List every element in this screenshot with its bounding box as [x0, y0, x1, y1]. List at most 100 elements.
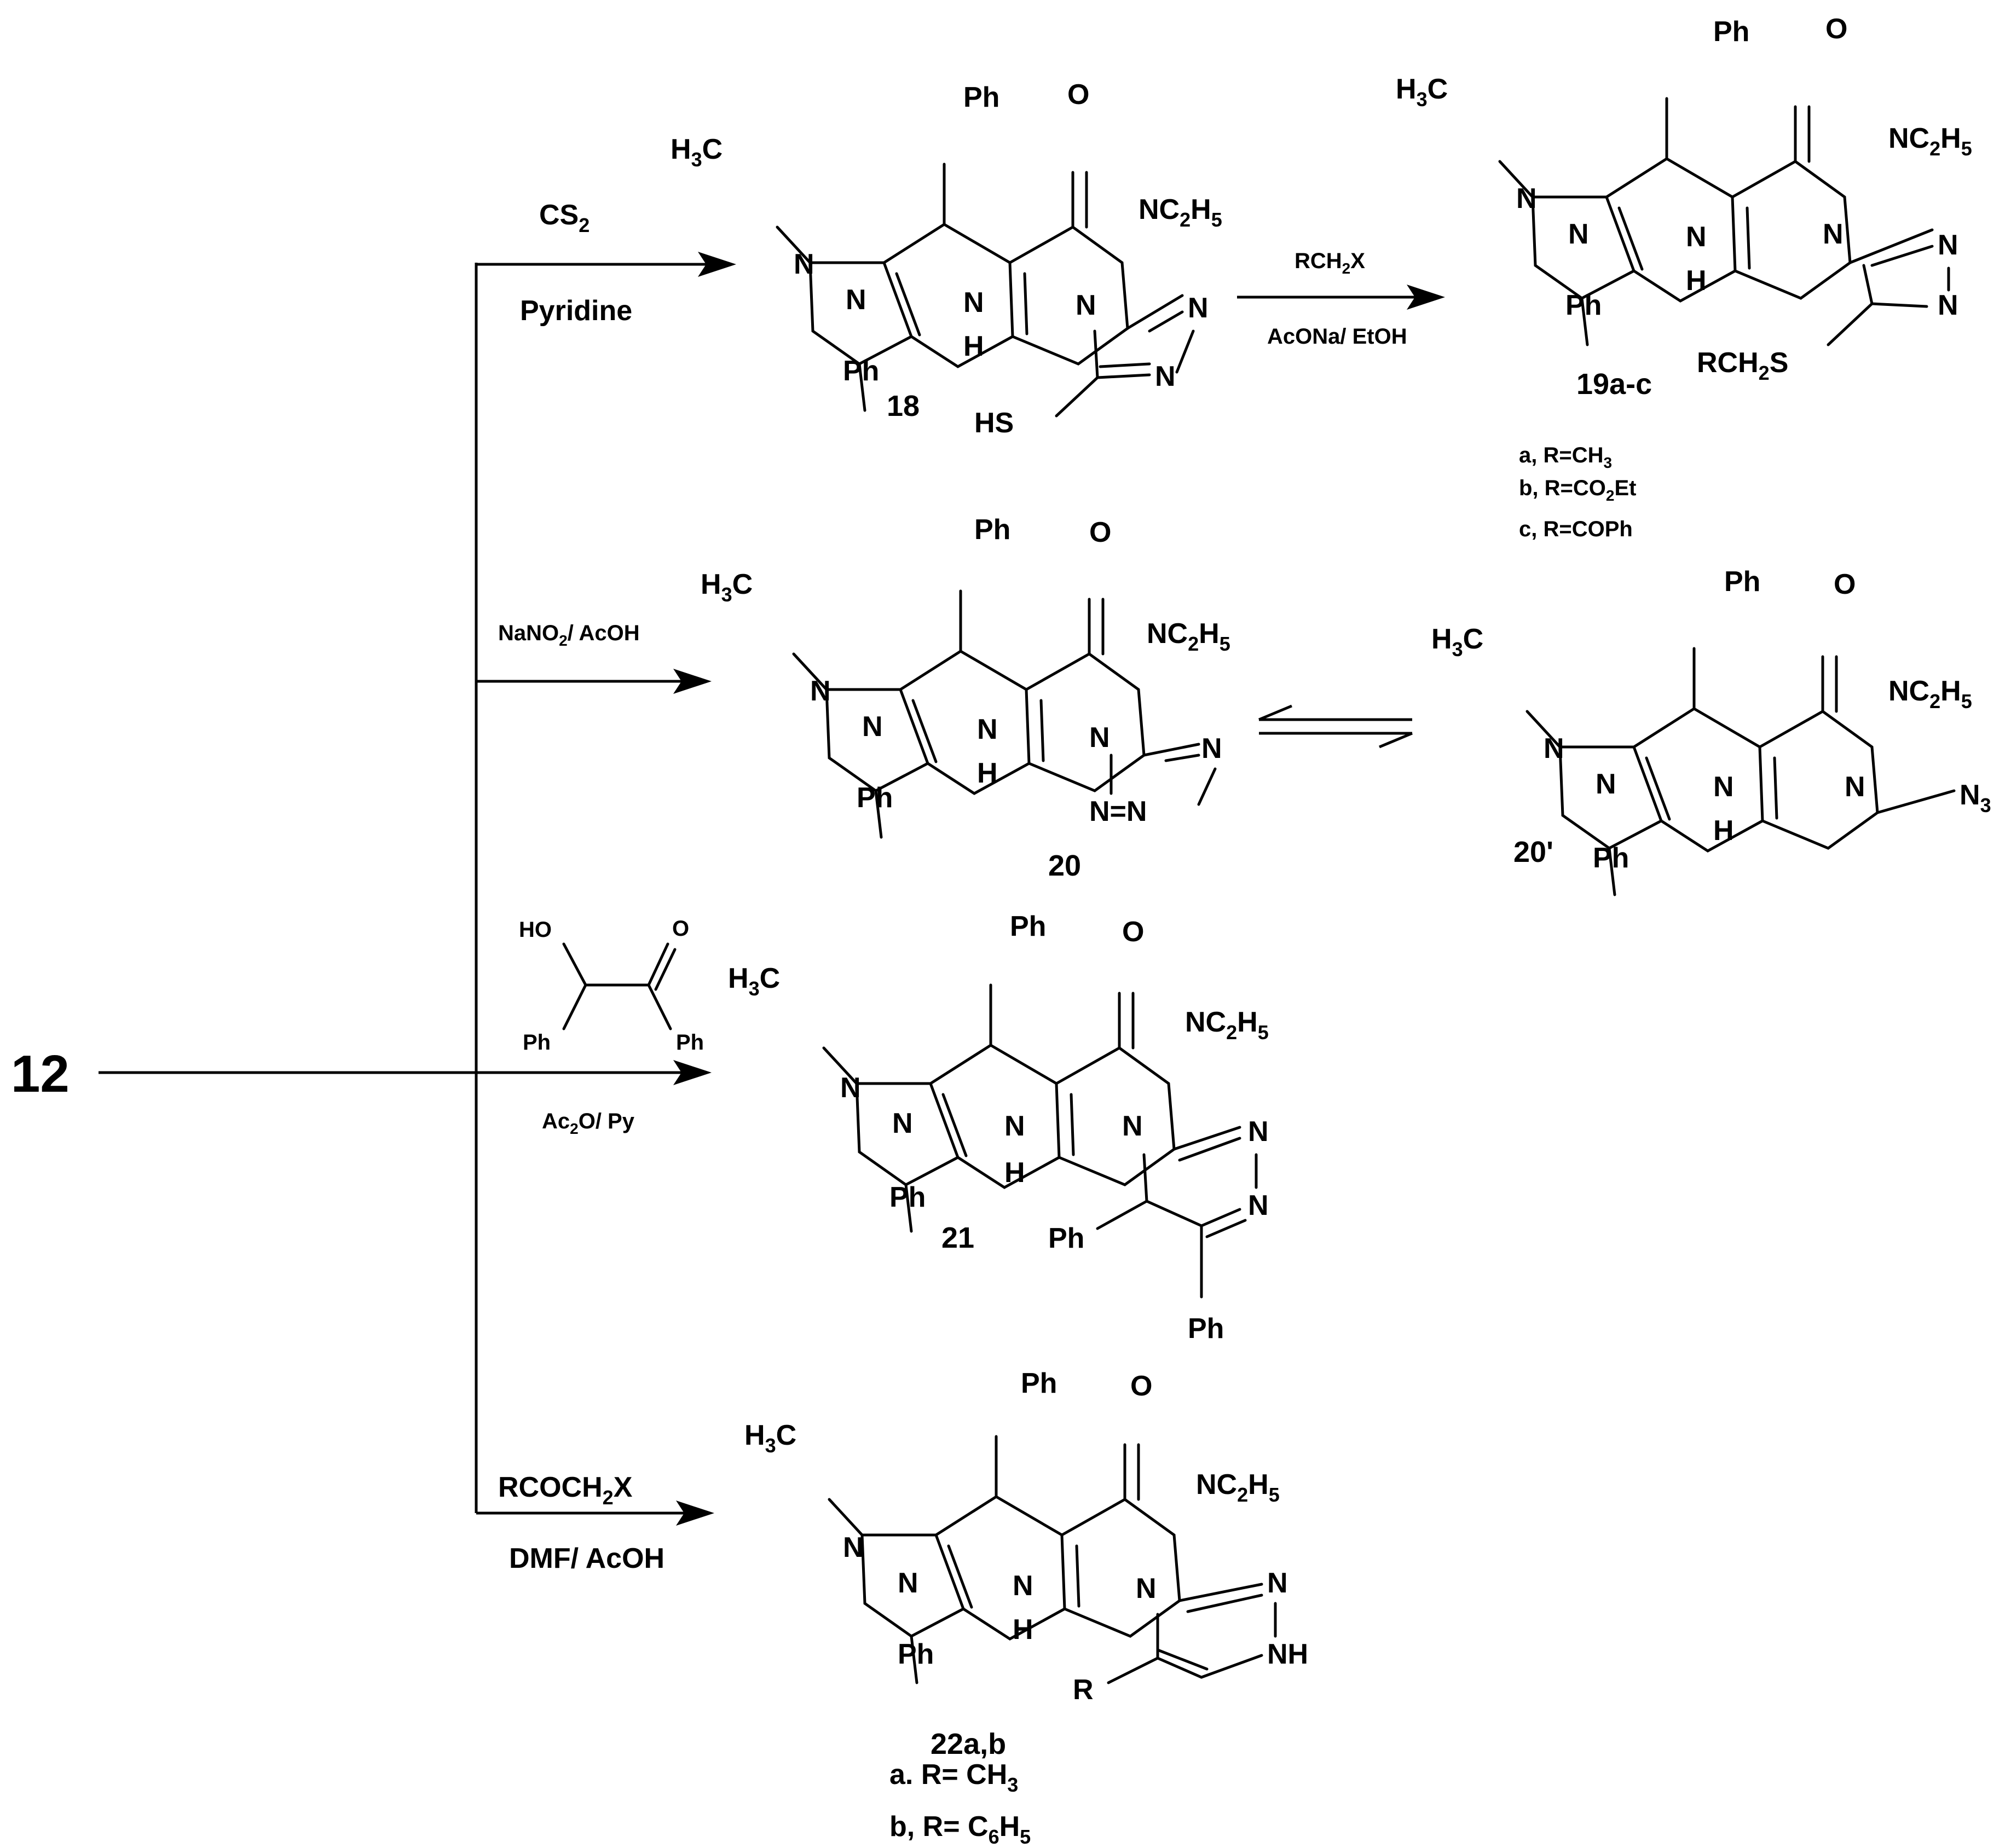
ring-N: N — [1516, 183, 1537, 215]
compound-22: H3C N N N H Ph Ph O NC2H5 N N NH R 22a,b — [744, 1368, 1308, 1760]
compound-20: H3C N N N H Ph Ph O NC2H5 N N N=N 20 — [701, 514, 1230, 882]
svg-text:HO: HO — [519, 918, 552, 942]
phenyl-N: Ph — [857, 782, 893, 814]
methyl-label: H3C — [701, 569, 753, 606]
ring-N1: N — [862, 711, 883, 743]
n-ethyl: NC2H5 — [1147, 618, 1230, 655]
n-ethyl: NC2H5 — [1196, 1469, 1280, 1506]
carbonyl-O: O — [1825, 13, 1847, 45]
r-substituent: R — [1073, 1674, 1094, 1706]
ring-N: N — [794, 248, 814, 280]
phenyl-N: Ph — [1565, 289, 1602, 321]
nh-H: H — [963, 331, 984, 362]
n-ethyl: NC2H5 — [1888, 675, 1972, 712]
n-ethyl: NC2H5 — [1888, 123, 1972, 160]
reagent-dmf-acoh: DMF/ AcOH — [509, 1543, 664, 1574]
nh-H: H — [977, 757, 998, 789]
phenyl-top: Ph — [974, 514, 1010, 546]
compound-22-variants: a. R= CH3 b, R= C6H5 — [889, 1759, 1031, 1848]
svg-text:Ph: Ph — [676, 1030, 704, 1055]
arrow-to-21 — [476, 1060, 712, 1085]
svg-text:O: O — [672, 917, 689, 941]
carbonyl-O: O — [1067, 79, 1089, 111]
arrow-to-20 — [476, 669, 712, 694]
triazole-N1: N — [1188, 292, 1209, 324]
nh-H: H — [1713, 815, 1734, 847]
nh-H: H — [1686, 265, 1707, 297]
methyl-label: H3C — [671, 134, 723, 171]
n-ethyl: NC2H5 — [1185, 1006, 1269, 1044]
reagent-aconа-etoh: AcONa/ EtOH — [1267, 325, 1407, 349]
methyl-label: H3C — [728, 963, 780, 1000]
n-ethyl: NC2H5 — [1139, 194, 1222, 231]
svg-text:b, R= C6H5: b, R= C6H5 — [889, 1811, 1031, 1848]
nh-H: H — [1013, 1614, 1033, 1646]
phenyl-N: Ph — [1593, 842, 1629, 874]
reagent-nano2-acoh: NaNO2/ AcOH — [498, 621, 640, 649]
phenyl-top: Ph — [1010, 911, 1046, 942]
reagent-pyridine: Pyridine — [520, 295, 632, 327]
phenyl-N: Ph — [889, 1181, 926, 1213]
compound-20-label: 20 — [1048, 849, 1081, 882]
ring-N: N — [840, 1072, 861, 1104]
ring-N-fused: N — [1136, 1573, 1157, 1604]
svg-text:c, R=COPh: c, R=COPh — [1519, 517, 1633, 541]
svg-text:a. R= CH3: a. R= CH3 — [889, 1759, 1018, 1796]
compound-21-label: 21 — [941, 1221, 974, 1254]
phenyl-N: Ph — [843, 355, 879, 387]
equilibrium-arrows-20 — [1258, 704, 1413, 749]
thiol-HS: HS — [974, 407, 1014, 439]
svg-text:a, R=CH3: a, R=CH3 — [1519, 443, 1612, 471]
carbonyl-O: O — [1089, 517, 1111, 548]
carbonyl-O: O — [1130, 1370, 1152, 1402]
tetrazole-N1: N — [1089, 722, 1110, 754]
triazine-N2: N — [1248, 1190, 1269, 1221]
phenyl-triazine-2: Ph — [1188, 1313, 1224, 1345]
compound-18: H3C N N N H Ph Ph O NC2H5 N N N HS 18 — [671, 79, 1222, 439]
svg-text:Ph: Ph — [523, 1030, 551, 1055]
nh-N: N — [977, 714, 998, 745]
ring-N: N — [1544, 733, 1564, 764]
triazine-N: N — [1267, 1567, 1288, 1599]
methyl-label: H3C — [744, 1420, 796, 1457]
tetrazole-N2: N — [1201, 733, 1222, 764]
triazole-N1: N — [1938, 229, 1958, 261]
benzoin-reagent: HO O Ph Ph — [519, 917, 704, 1055]
carbonyl-O: O — [1834, 569, 1856, 600]
rch2s-label: RCH2S — [1697, 347, 1788, 384]
triazine-NH: NH — [1267, 1638, 1308, 1670]
nh-N: N — [1686, 221, 1707, 253]
nh-N: N — [1013, 1570, 1033, 1602]
ring-N1: N — [898, 1567, 918, 1599]
ring-N-fused: N — [1823, 218, 1844, 250]
triazole-N2: N — [1155, 361, 1176, 392]
compound-20-prime-label: 20' — [1513, 836, 1553, 868]
phenyl-N: Ph — [898, 1638, 934, 1670]
ring-N-amidine: N — [1845, 771, 1865, 803]
svg-text:b, R=CO2Et: b, R=CO2Et — [1519, 476, 1636, 504]
compound-18-label: 18 — [887, 390, 920, 422]
phenyl-top: Ph — [1713, 16, 1749, 48]
reagent-ac2o-py: Ac2O/ Py — [542, 1109, 635, 1137]
methyl-label: H3C — [1431, 623, 1483, 661]
methyl-label: H3C — [1396, 73, 1448, 111]
ring-N-fused: N — [1076, 289, 1096, 321]
ring-N1: N — [846, 284, 866, 316]
triazine-N1: N — [1248, 1116, 1269, 1148]
ring-N1: N — [1568, 218, 1589, 250]
arrow-18-to-19 — [1237, 285, 1445, 310]
ring-N: N — [810, 675, 831, 707]
nh-N: N — [1004, 1110, 1025, 1142]
arrow-to-18 — [476, 252, 736, 277]
compound-12-label: 12 — [11, 1045, 70, 1103]
tetrazole-N3: N=N — [1089, 796, 1147, 827]
nh-N: N — [1713, 771, 1734, 803]
azide-label: N3 — [1960, 779, 1991, 816]
phenyl-top: Ph — [1724, 566, 1760, 598]
compound-19: H3C N N N H Ph Ph O NC2H5 N N N RCH2S 19… — [1396, 13, 1972, 401]
triazole-N2: N — [1938, 289, 1958, 321]
reagent-cs2: CS2 — [539, 199, 590, 236]
reagent-rcoch2x: RCOCH2X — [498, 1472, 633, 1509]
nh-N: N — [963, 287, 984, 318]
